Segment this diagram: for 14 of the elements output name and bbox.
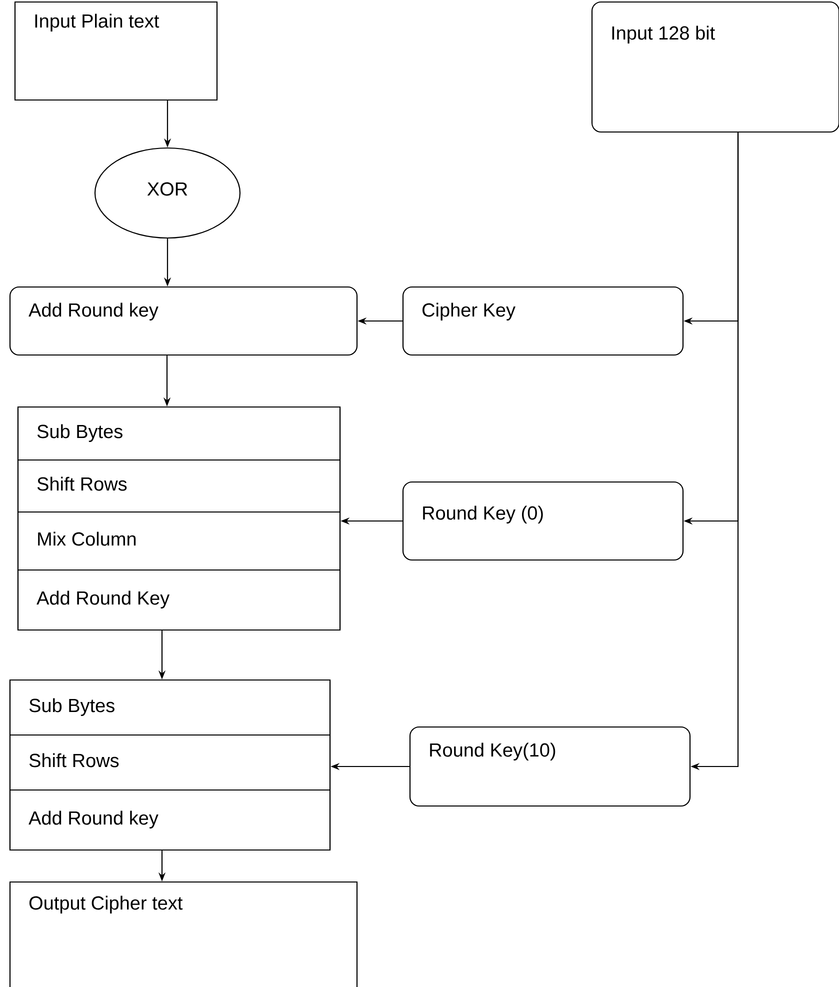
process-box: Output Cipher text — [9, 881, 358, 987]
process-box: Sub Bytes — [9, 679, 331, 736]
rounded-box: Add Round key — [9, 286, 358, 356]
process-box: Add Round key — [9, 789, 331, 851]
process-box: Add Round Key — [17, 569, 341, 631]
process-box: Input Plain text — [14, 1, 218, 101]
process-box: Shift Rows — [9, 734, 331, 791]
process-box: Mix Column — [17, 511, 341, 571]
rounded-box: Input 128 bit — [591, 1, 839, 133]
rounded-box: Round Key(10) — [409, 726, 691, 807]
process-box: Shift Rows — [17, 459, 341, 513]
rounded-box: Round Key (0) — [402, 481, 684, 561]
process-box: Sub Bytes — [17, 406, 341, 461]
rounded-box: Cipher Key — [402, 286, 684, 356]
